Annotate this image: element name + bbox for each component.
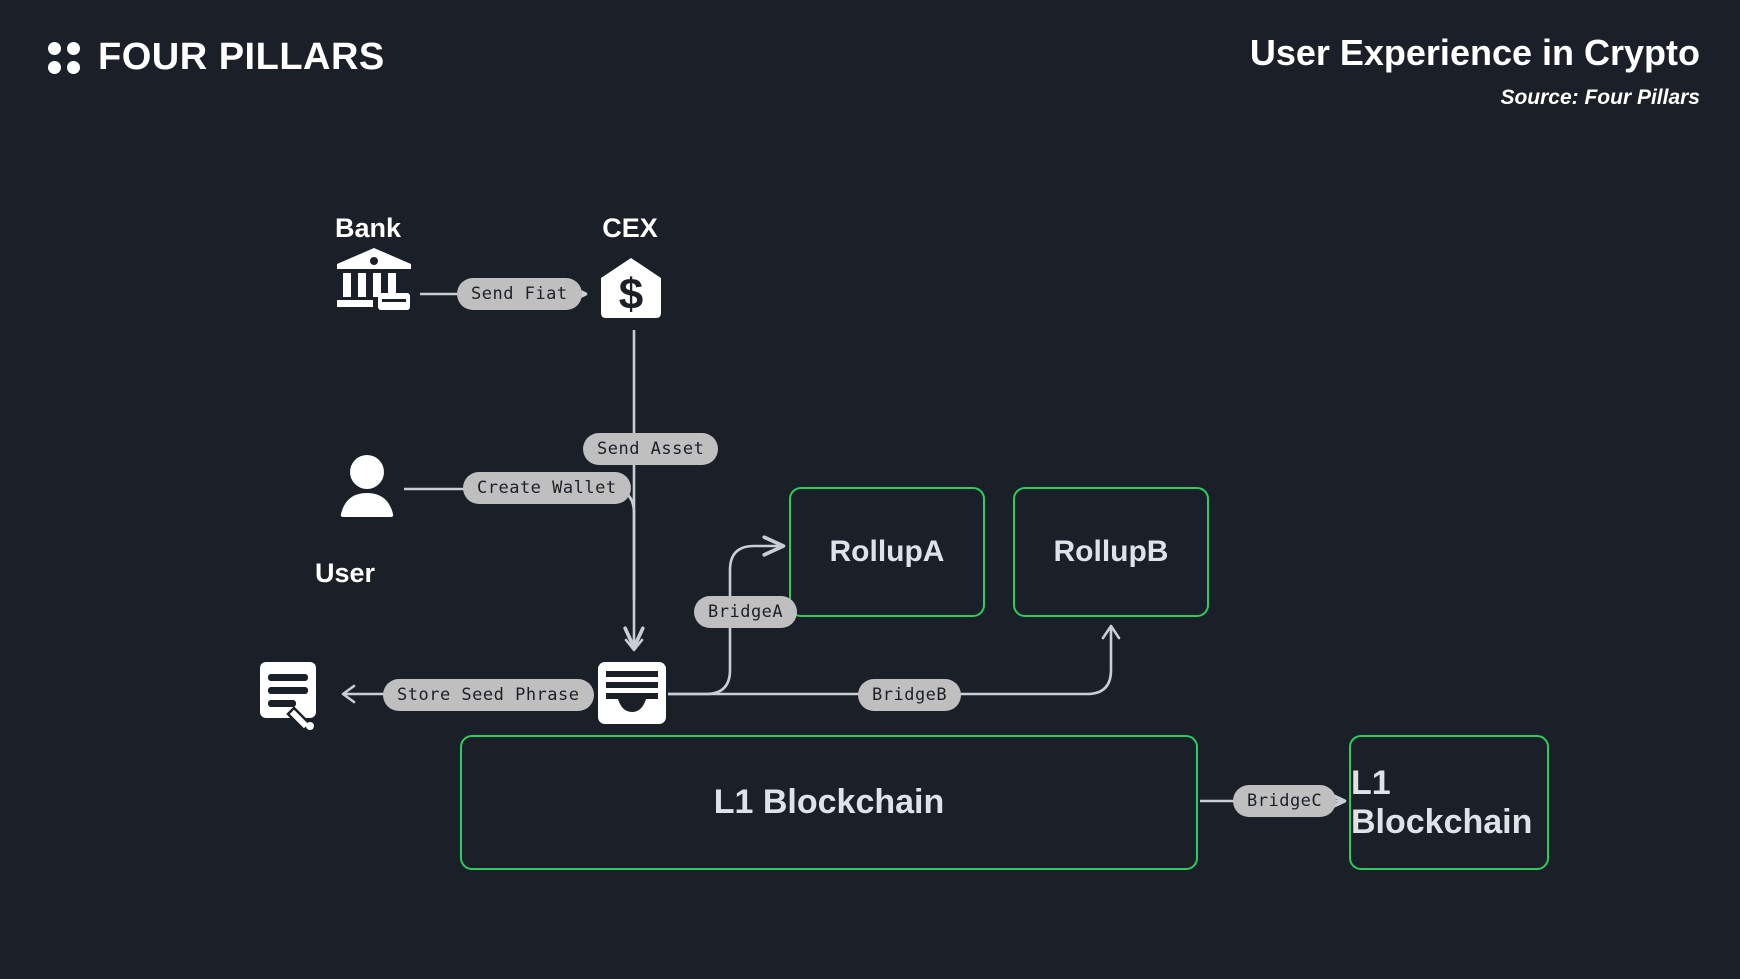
edge-label-bridge-a: BridgeA (694, 596, 798, 628)
page-title: User Experience in Crypto (1249, 32, 1700, 73)
four-dots-icon (48, 41, 80, 74)
bank-icon (337, 248, 415, 310)
source-caption: Source: Four Pillars (1500, 86, 1700, 109)
note-pencil-icon (260, 662, 328, 732)
edge-seed-arrowhead (341, 684, 356, 704)
edge-user-to-wallet (404, 487, 636, 600)
edge-cex-arrowhead (624, 638, 644, 652)
node-box-rollup-b[interactable]: RollupB (1013, 487, 1209, 617)
brand-header: FOUR PILLARS (48, 36, 385, 79)
edge-label-send-asset: Send Asset (583, 433, 719, 465)
edge-rollup-b-arrowhead (1101, 624, 1121, 640)
node-box-l1-blockchain-right[interactable]: L1 Blockchain (1349, 735, 1549, 870)
cex-dollar-icon: $ (599, 256, 663, 320)
edge-label-bridge-b: BridgeB (858, 679, 962, 711)
brand-name: FOUR PILLARS (98, 36, 385, 78)
edge-label-bridge-c: BridgeC (1233, 785, 1337, 817)
node-label-user: User (314, 558, 376, 588)
wallet-icon (598, 662, 666, 724)
node-box-l1-blockchain-main[interactable]: L1 Blockchain (460, 735, 1198, 870)
node-box-rollup-a[interactable]: RollupA (789, 487, 985, 617)
node-label-bank: Bank (334, 213, 402, 243)
user-icon (338, 455, 396, 517)
edge-label-send-fiat: Send Fiat (457, 278, 582, 310)
edge-label-create-wallet: Create Wallet (463, 472, 631, 504)
edge-wallet-to-rollup-b (668, 628, 1113, 696)
slide-header: User Experience in Crypto Source: Four P… (1250, 32, 1700, 110)
svg-text:$: $ (619, 270, 643, 319)
node-label-cex: CEX (602, 213, 658, 243)
edge-label-store-seed-phrase: Store Seed Phrase (383, 679, 594, 711)
